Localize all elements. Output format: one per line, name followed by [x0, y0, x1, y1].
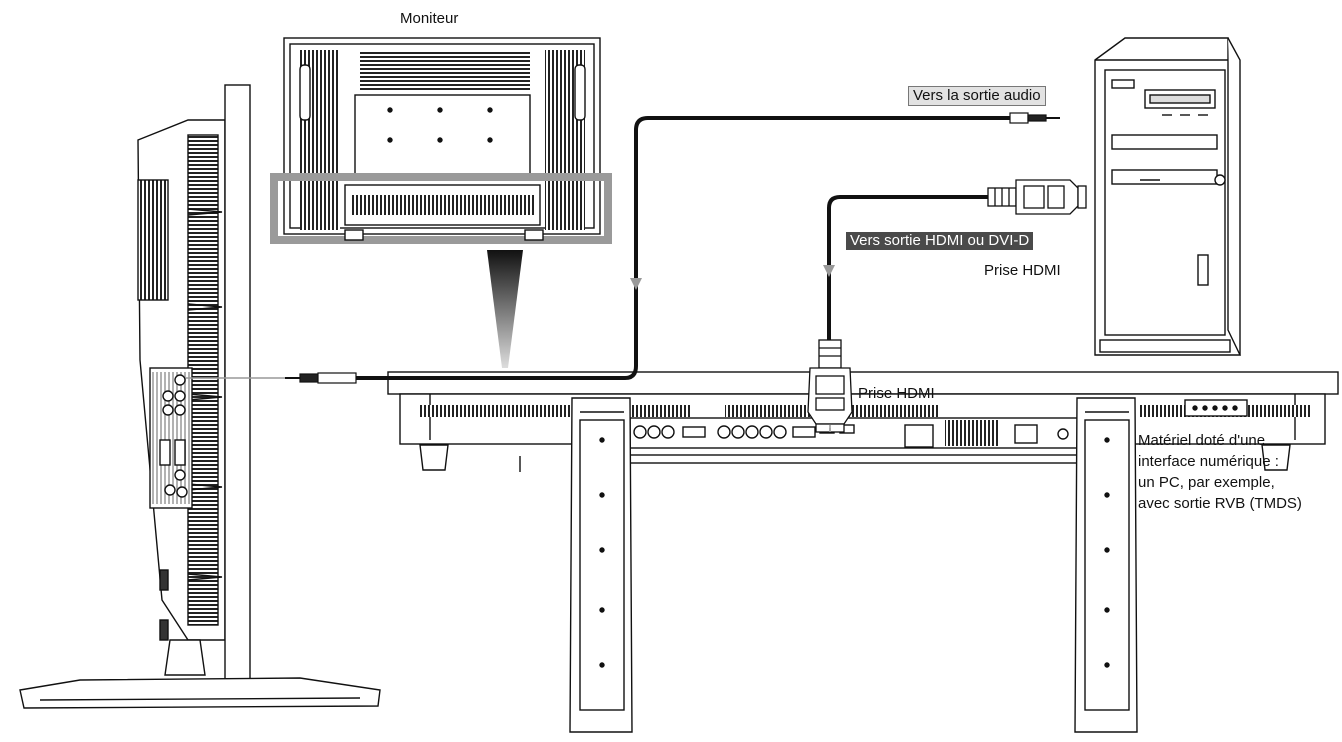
hdmi-plug-pc: [987, 179, 1087, 215]
right-stand: [1074, 397, 1138, 733]
monitor-side-view: [19, 84, 381, 709]
equipment-line-4: avec sortie RVB (TMDS): [1138, 495, 1302, 512]
hdmi-arrow-icon: [823, 265, 835, 277]
zoom-indicator: [487, 250, 523, 368]
hdmi-cable: [827, 195, 988, 340]
equipment-line-2: interface numérique :: [1138, 453, 1279, 470]
audio-plug-pc: [1009, 112, 1060, 124]
audio-arrow-icon: [630, 278, 642, 290]
hdmi-plug-panel-label: Prise HDMI: [858, 385, 935, 402]
audio-plug-monitor: [285, 372, 357, 384]
hdmi-plug-pc-label: Prise HDMI: [984, 262, 1061, 279]
left-stand: [569, 397, 633, 733]
pc-tower: [1094, 37, 1242, 356]
monitor-rear-view: [270, 37, 612, 244]
equipment-description: Matériel doté d'une interface numérique …: [1138, 430, 1342, 514]
audio-output-label: Vers la sortie audio: [908, 86, 1046, 106]
equipment-line-1: Matériel doté d'une: [1138, 432, 1266, 449]
audio-cable: [356, 116, 1010, 380]
monitor-label: Moniteur: [400, 10, 459, 27]
hdmi-dvi-output-label: Vers sortie HDMI ou DVI-D: [846, 232, 1034, 250]
hdmi-plug-panel: [807, 339, 853, 433]
equipment-line-3: un PC, par exemple,: [1138, 474, 1275, 491]
monitor-bottom-view: [387, 371, 1339, 472]
